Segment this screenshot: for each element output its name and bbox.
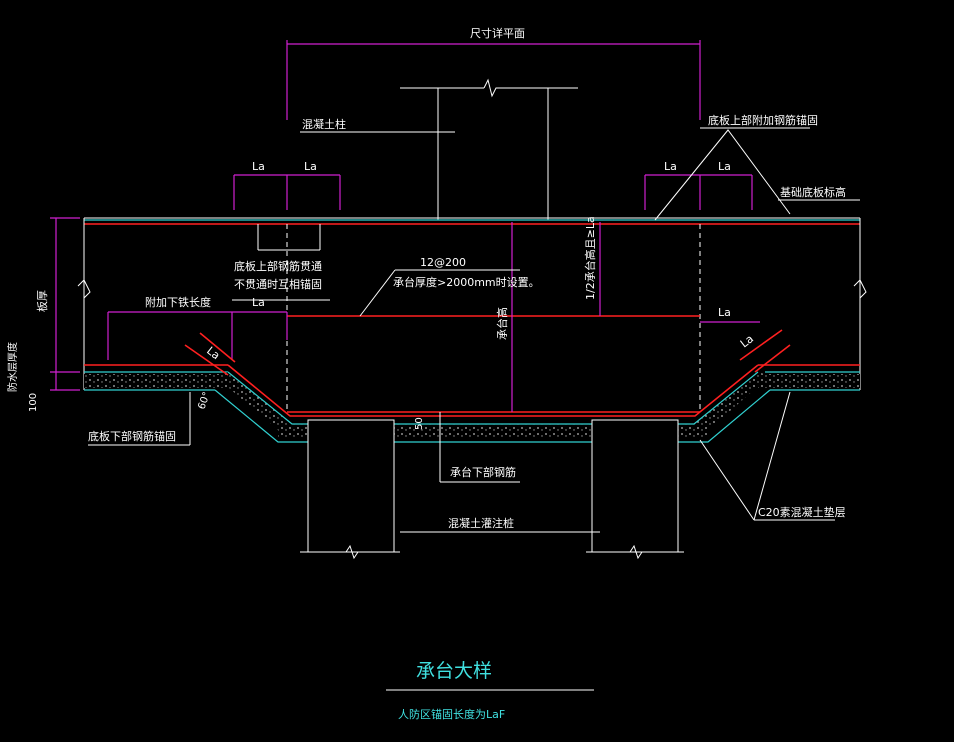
piles [300,419,684,560]
label-c20-cushion: C20素混凝土垫层 [758,505,846,519]
label-la-5: La [252,296,265,309]
drawing-subtitle: 人防区锚固长度为LaF [398,707,505,721]
slab-outline [77,217,867,390]
label-angle-60: 60° [196,391,212,411]
label-bored-pile: 混凝土灌注桩 [448,516,514,530]
text-labels: 尺寸详平面 混凝土柱 底板上部附加钢筋锚固 基础底板标高 La La La La… [6,26,846,530]
la-dims-top [233,174,753,210]
drawing-title: 承台大样 [416,660,492,682]
side-dimensions [50,217,791,391]
label-half-cap-height: 1/2承台高且≥La [583,216,597,300]
label-dim-100: 100 [28,393,39,412]
label-la-8: La [738,332,756,350]
label-cap-height: 承台高 [495,307,509,340]
label-dim-50: 50 [414,417,425,430]
label-slab-top-bar-through-2: 不贯通时互相锚固 [234,277,322,291]
label-la-3: La [664,160,677,173]
label-slab-top-bar-add: 底板上部附加钢筋锚固 [708,113,818,127]
label-cap-thickness-note: 承台厚度>2000mm时设置。 [393,275,540,289]
title-block: 承台大样 人防区锚固长度为LaF [386,660,594,721]
concrete-column [300,78,578,220]
label-la-2: La [304,160,317,173]
leaders [88,127,860,521]
label-foundation-elevation: 基础底板标高 [780,185,846,199]
pile-cap [286,222,701,413]
label-la-6: La [718,306,731,319]
label-cap-bottom-bar: 承台下部钢筋 [450,465,516,479]
label-rebar-12-200: 12@200 [420,256,466,269]
label-dim-top: 尺寸详平面 [470,26,525,40]
label-concrete-column: 混凝土柱 [302,117,346,131]
label-la-7: La [204,344,222,362]
label-waterproof-thickness: 防水层厚度 [6,342,19,392]
label-slab-bottom-bar-anchor: 底板下部钢筋锚固 [88,429,176,443]
top-dimension [286,40,701,120]
label-extra-lower-bar-len: 附加下铁长度 [145,295,211,309]
label-la-4: La [718,160,731,173]
label-slab-top-bar-through-1: 底板上部钢筋贯通 [234,259,322,273]
label-slab-thickness: 板厚 [35,290,49,312]
label-la-1: La [252,160,265,173]
